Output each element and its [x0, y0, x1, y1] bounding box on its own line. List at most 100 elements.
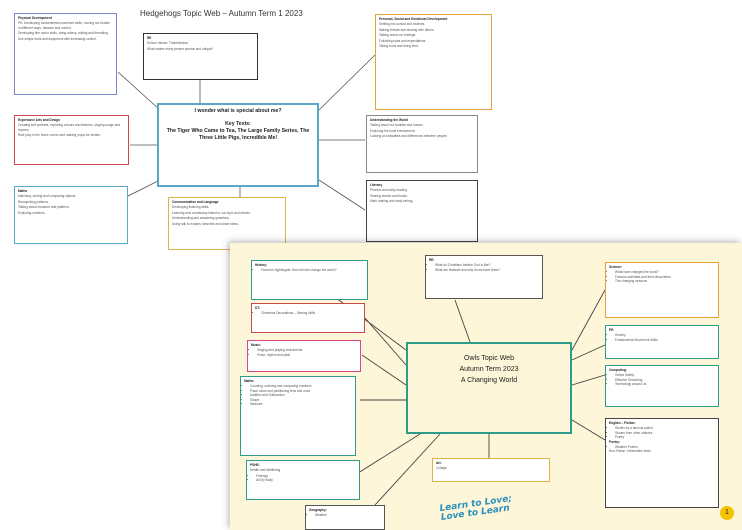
dt-box: DT: Christmas Decorations – Sewing skill…	[251, 303, 365, 333]
box-line: Exploring numbers.	[18, 210, 46, 215]
list-item: Fundamental Movement Skills	[615, 338, 715, 342]
list-item: Effective Searching	[615, 378, 715, 382]
box-line: Mark making and early writing.	[370, 199, 414, 204]
box-heading: Personal, Social and Emotional Developme…	[379, 17, 448, 21]
box-heading: Science:	[609, 265, 623, 269]
box-heading: Maths	[18, 189, 28, 193]
box-line: Settling into school and routines.	[379, 22, 426, 27]
box-heading: Communication and Language	[172, 200, 219, 204]
list-item: Online Safety	[615, 373, 715, 377]
list-item: What have changed the world?	[615, 270, 715, 274]
box-line: What makes every person special and uniq…	[147, 46, 214, 51]
box-heading: Music:	[251, 343, 262, 347]
box-line: Developing fine motor skills, using cutl…	[18, 31, 109, 36]
box-line: Using talk to explain, describe and shar…	[172, 221, 239, 226]
box-line: Recognising patterns.	[18, 199, 49, 204]
box-line: Looking at similarities and differences …	[370, 134, 448, 139]
list-item: Place value and partitioning tens and on…	[250, 389, 352, 393]
list-item: Technology around us	[615, 382, 715, 386]
box-line: Non-Fiction: Information texts	[609, 449, 651, 454]
box-heading: Art:	[436, 461, 442, 465]
box-line: Phonics and early reading.	[370, 188, 408, 193]
box-heading: Computing:	[609, 368, 627, 372]
box-heading: DT:	[255, 306, 260, 310]
understanding-world-box: Understanding the World Talking about ou…	[366, 115, 478, 173]
centre-line-2: Autumn Term 2023	[459, 366, 519, 373]
list-item: The changing seasons	[615, 279, 715, 283]
re-box: RE School Values: Thankfulness What make…	[143, 33, 258, 80]
hedgehogs-topic-web: Hedgehogs Topic Web – Autumn Term 1 2023…	[0, 0, 742, 250]
list-item: Counting, ordering and comparing numbers	[250, 384, 352, 388]
maths-box: Maths Matching, sorting and comparing ob…	[14, 186, 128, 244]
box-line: Following rules and expectations.	[379, 38, 427, 43]
maths-box-owls: Maths: Counting, ordering and comparing …	[240, 376, 356, 456]
list-item: Stories from other cultures	[615, 431, 715, 435]
box-line: School Values: Thankfulness	[147, 41, 188, 46]
box-line: Developing listening skills.	[172, 205, 210, 210]
page-number-badge: 1	[720, 506, 734, 520]
box-heading: English – Fiction:	[609, 421, 636, 425]
box-line: Creating self portraits, exploring colou…	[18, 123, 121, 132]
box-line: Health and Wellbeing	[250, 468, 281, 473]
box-line: Exploring the local environment.	[370, 128, 416, 133]
science-box: Science: What have changed the world? Fa…	[605, 262, 719, 318]
pe-box: PE: Hockey Fundamental Movement Skills	[605, 325, 719, 359]
list-item: Poetry	[615, 435, 715, 439]
box-heading: Understanding the World	[370, 118, 409, 122]
box-heading: Literacy	[370, 183, 383, 187]
box-heading: Geography:	[309, 508, 327, 512]
central-topic-box: I wonder what is special about me? Key T…	[157, 103, 319, 187]
geography-box: Geography: Weather	[305, 505, 385, 530]
physical-development-box: Physical Development PE: Developing fund…	[14, 13, 117, 95]
box-line: Talking about our families and homes.	[370, 123, 424, 128]
list-item: Hockey	[615, 333, 715, 337]
box-line: Sharing stories and books.	[370, 193, 408, 198]
centre-line-1: Owls Topic Web	[464, 355, 514, 362]
box-heading: PE:	[609, 328, 615, 332]
central-question: I wonder what is special about me?	[194, 108, 282, 114]
list-item: Feelings	[256, 474, 356, 478]
central-topic-box-owls: Owls Topic Web Autumn Term 2023 A Changi…	[406, 342, 572, 434]
re-box-owls: RE: What do Christians believe God is li…	[425, 255, 543, 299]
personal-social-emotional-box: Personal, Social and Emotional Developme…	[375, 14, 492, 110]
list-item: Christmas Decorations – Sewing skills	[261, 311, 361, 315]
pshe-box: PSHE: Health and Wellbeing Feelings All …	[246, 460, 360, 500]
list-item: Florence Nightingale: How did she change…	[261, 268, 364, 272]
box-heading: RE	[147, 36, 152, 40]
box-line: Taking turns and being kind.	[379, 44, 419, 49]
list-item: Shape	[250, 398, 352, 402]
centre-line-3: A Changing World	[460, 377, 518, 384]
box-subheading: Poetry:	[609, 439, 620, 444]
list-item: Famous scientists and their discoveries	[615, 275, 715, 279]
box-line: Matching, sorting and comparing objects.	[18, 194, 77, 199]
box-line: Understanding and answering questions.	[172, 216, 230, 221]
connector-lines	[109, 54, 376, 211]
box-line: Making friends and sharing with others.	[379, 27, 435, 32]
computing-box: Computing: Online Safety Effective Searc…	[605, 365, 719, 407]
list-item: What do Christians believe God is like?	[435, 263, 539, 267]
box-line: Learning new vocabulary linked to our to…	[172, 210, 251, 215]
list-item: Weather	[315, 513, 381, 517]
communication-language-box: Communication and Language Developing li…	[168, 197, 286, 250]
key-texts: The Tiger Who Came to Tea, The Large Fam…	[166, 128, 310, 141]
list-item: Pulse, rhythm and pitch	[257, 353, 357, 357]
box-heading: PSHE:	[250, 463, 260, 467]
box-line: Role play in the home corner and making …	[18, 133, 101, 138]
list-item: What are festivals and why do we have th…	[435, 268, 539, 272]
art-box: Art: Collage	[432, 458, 550, 482]
list-item: Weather Poems	[615, 445, 715, 449]
list-item: Addition and Subtraction	[250, 393, 352, 397]
box-line: Use simple tools and equipment with incr…	[18, 36, 97, 41]
key-texts-label: Key Texts:	[225, 121, 251, 127]
music-box: Music: Singing and playing instruments P…	[247, 340, 361, 372]
history-box: History: Florence Nightingale: How did s…	[251, 260, 368, 300]
list-item: Stories by a famous author	[615, 426, 715, 430]
box-line: Collage	[436, 466, 447, 471]
list-item: Singing and playing instruments	[257, 348, 357, 352]
box-heading: History:	[255, 263, 268, 267]
box-line: Talking about our feelings.	[379, 33, 417, 38]
literacy-box: Literacy Phonics and early reading. Shar…	[366, 180, 478, 242]
english-box: English – Fiction: Stories by a famous a…	[605, 418, 719, 508]
box-heading: Expressive Arts and Design	[18, 118, 61, 122]
